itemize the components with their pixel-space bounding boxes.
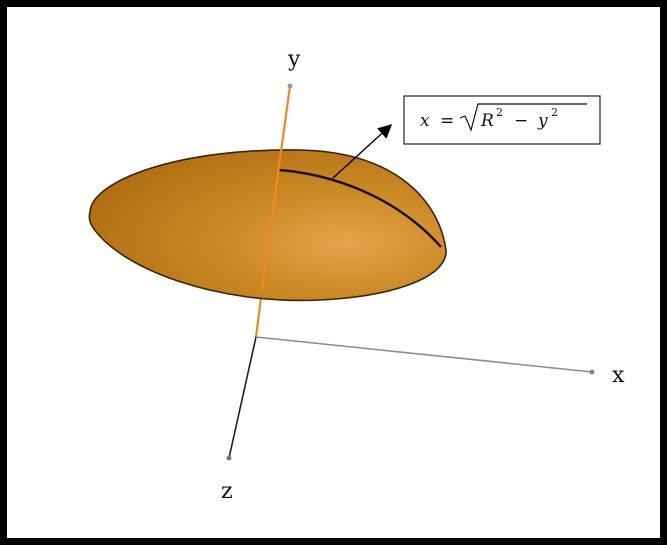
- equation-box: [403, 95, 601, 145]
- radical-sign-icon: [459, 103, 587, 132]
- y-axis-upper: [260, 85, 292, 291]
- pointer-arrow: [332, 124, 393, 179]
- equation-exponent-1: 2: [496, 106, 503, 119]
- x-axis: [255, 336, 593, 373]
- equation-minus: −: [514, 111, 528, 131]
- equation-y: y: [537, 111, 548, 131]
- z-axis-label: z: [221, 479, 233, 504]
- hemisphere-surface: [88, 149, 447, 302]
- x-axis-endpoint: [589, 369, 595, 375]
- x-axis-label: x: [612, 363, 625, 388]
- z-axis: [228, 336, 257, 459]
- boundary-curve: [278, 168, 442, 248]
- y-axis-label: y: [287, 47, 301, 72]
- equation-R: R: [480, 111, 494, 131]
- equation-exponent-2: 2: [551, 106, 558, 119]
- y-axis-endpoint: [287, 83, 293, 89]
- z-axis-endpoint: [226, 455, 232, 461]
- equation-equals: =: [440, 111, 454, 131]
- equation: x = R 2 − y 2: [420, 103, 587, 132]
- equation-lhs: x: [420, 111, 430, 131]
